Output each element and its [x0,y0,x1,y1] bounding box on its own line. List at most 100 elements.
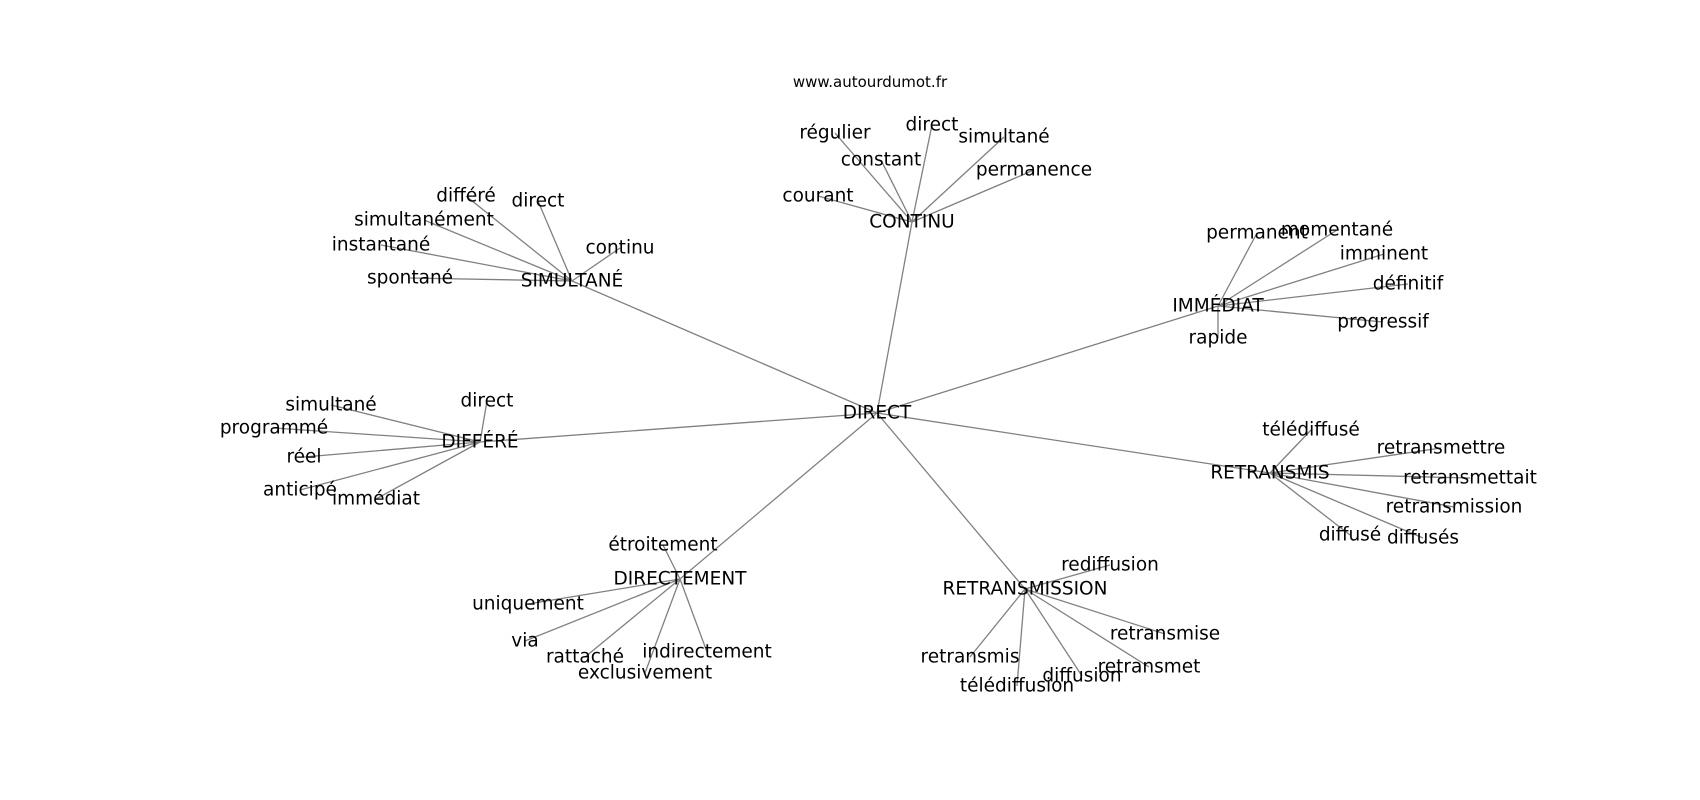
edge-retransmission-retransmet [1024,588,1150,668]
edge-retransmission-retransmise [1024,588,1166,635]
edge-differe-direct [479,400,488,443]
node-leaf-immediat-rapide: rapide [1189,328,1248,349]
node-hub-differe: DIFFÉRÉ [441,431,518,453]
node-leaf-retransmis-retransmettre: retransmettre [1377,438,1506,459]
node-leaf-simultane-direct: direct [512,191,565,212]
node-leaf-retransmis-retransmission: retransmission [1386,497,1523,518]
node-leaf-immediat-imminent: imminent [1340,244,1428,265]
node-leaf-simultane-instantane: instantané [332,235,431,256]
node-leaf-differe-reel: réel [286,447,321,468]
edge-center-continu [876,221,913,414]
edge-retransmis-retransmettre [1269,447,1442,474]
source-watermark: www.autourdumot.fr [793,73,948,91]
node-leaf-directement-etroitement: étroitement [608,535,717,556]
edge-retransmission-telediffusion [1016,588,1026,687]
node-leaf-immediat-definitif: définitif [1373,274,1444,295]
node-leaf-continu-courant: courant [782,186,853,207]
node-leaf-retransmission-retransmise: retransmise [1110,624,1220,645]
node-leaf-immediat-permanent: permanent [1206,223,1308,244]
node-leaf-continu-simultane: simultané [958,127,1049,148]
edge-center-differe [479,412,878,443]
edge-directement-exclusivement [644,578,681,674]
node-leaf-simultane-simultanement: simultanément [354,210,494,231]
edge-retransmis-retransmettait [1269,472,1471,479]
edge-continu-regulier [834,132,913,223]
node-leaf-retransmission-telediffusion: télédiffusion [960,676,1074,697]
edge-directement-via [524,578,681,642]
node-leaf-continu-direct: direct [906,115,959,136]
node-leaf-retransmis-diffuses: diffusés [1387,528,1459,549]
node-center: DIRECT [843,403,912,424]
edge-continu-direct [911,124,933,223]
node-leaf-directement-exclusivement: exclusivement [578,663,712,684]
edge-center-immediat [876,305,1219,414]
edge-directement-uniquement [527,578,681,605]
node-hub-retransmission: RETRANSMISSION [943,579,1108,600]
edge-center-retransmis [876,412,1271,474]
edge-simultane-spontane [409,277,573,282]
node-hub-immediat: IMMÉDIAT [1172,295,1264,317]
edge-differe-anticipe [299,441,481,491]
node-leaf-differe-simultane: simultané [285,395,376,416]
edge-differe-simultane [330,404,481,443]
edge-simultane-instantane [380,244,573,282]
edge-continu-permanence [911,169,1035,223]
node-leaf-differe-immediat: immédiat [332,489,420,510]
edge-retransmission-retransmis [969,588,1026,658]
edge-directement-indirectement [679,578,708,653]
edge-retransmis-diffuses [1269,472,1424,539]
node-leaf-retransmis-diffuse: diffusé [1319,525,1381,546]
node-leaf-differe-anticipe: anticipé [263,480,337,501]
node-leaf-simultane-spontane: spontané [367,268,453,289]
node-leaf-retransmis-retransmettait: retransmettait [1403,468,1537,489]
node-leaf-continu-constant: constant [841,150,921,171]
edge-simultane-simultanement [423,219,573,282]
edge-retransmission-rediffusion [1024,564,1111,590]
edge-center-directement [679,412,878,580]
edge-directement-rattache [584,578,681,658]
edge-retransmis-diffuse [1269,472,1351,536]
node-leaf-retransmission-retransmis: retransmis [921,647,1020,668]
edge-simultane-differe [465,195,573,282]
edge-differe-immediat [375,441,481,500]
edge-directement-etroitement [662,544,681,580]
edge-retransmission-diffusion [1024,588,1083,677]
node-leaf-retransmission-rediffusion: rediffusion [1061,555,1159,576]
node-hub-simultane: SIMULTANÉ [521,270,624,292]
node-leaf-directement-uniquement: uniquement [472,594,584,615]
node-leaf-differe-programme: programmé [220,418,328,439]
edge-continu-simultane [911,136,1005,223]
node-hub-directement: DIRECTEMENT [614,569,748,590]
edge-immediat-momentane [1217,229,1338,307]
graph-edges [273,124,1471,687]
node-leaf-retransmission-diffusion: diffusion [1042,666,1121,687]
edge-continu-courant [817,195,913,223]
node-leaf-immediat-progressif: progressif [1337,312,1429,333]
node-hub-continu: CONTINU [869,212,954,233]
node-hub-retransmis: RETRANSMIS [1210,463,1329,484]
edge-continu-constant [880,159,913,223]
node-leaf-continu-permanence: permanence [976,160,1092,181]
edge-center-retransmission [876,412,1026,590]
edge-immediat-permanent [1217,232,1258,307]
node-leaf-directement-indirectement: indirectement [642,642,772,663]
edge-immediat-progressif [1217,305,1384,323]
node-leaf-continu-regulier: régulier [799,123,871,144]
edge-simultane-direct [537,200,573,282]
node-leaf-immediat-momentane: momentané [1281,220,1393,241]
edge-simultane-continu [571,247,621,282]
node-leaf-simultane-differe: différé [436,186,496,207]
node-leaf-retransmission-retransmet: retransmet [1098,657,1201,678]
edge-retransmis-retransmission [1269,472,1455,508]
node-leaf-directement-rattache: rattaché [546,647,624,668]
edge-immediat-imminent [1217,253,1385,307]
node-leaf-simultane-continu: continu [585,238,654,259]
node-leaf-differe-direct: direct [461,391,514,412]
node-leaf-directement-via: via [511,631,538,652]
edge-center-simultane [571,280,878,414]
node-leaf-retransmis-telediffuse: télédiffusé [1262,420,1360,441]
edge-retransmis-telediffuse [1269,429,1312,474]
edge-differe-reel [303,441,481,458]
